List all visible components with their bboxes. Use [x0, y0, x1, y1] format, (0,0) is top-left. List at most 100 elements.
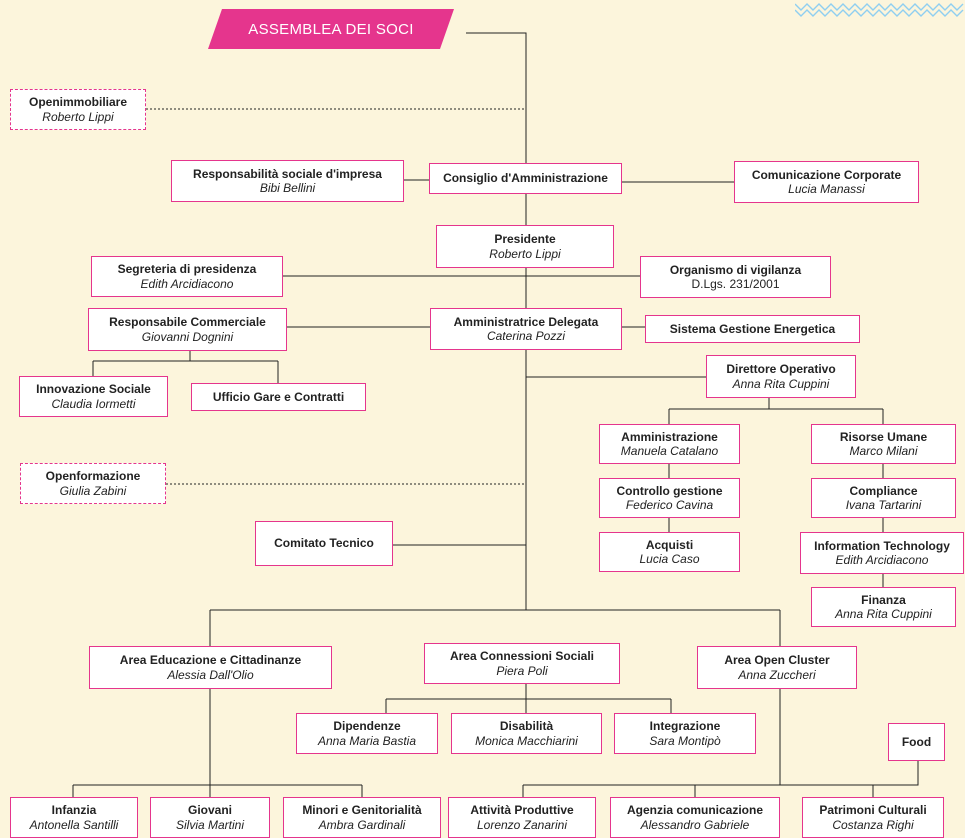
box-responsabilita-sociale: Responsabilità sociale d'impresa Bibi Be…: [171, 160, 404, 202]
box-amministrazione: Amministrazione Manuela Catalano: [599, 424, 740, 464]
box-sistema-gestione-energetica: Sistema Gestione Energetica: [645, 315, 860, 343]
box-person: Antonella Santilli: [29, 817, 119, 832]
box-person: Costanza Righi: [832, 817, 914, 832]
box-giovani: Giovani Silvia Martini: [150, 797, 270, 838]
box-person: Federico Cavina: [625, 498, 714, 512]
box-title: Minori e Genitorialità: [302, 803, 422, 818]
box-title: Area Connessioni Sociali: [449, 649, 595, 664]
box-title: Responsabile Commerciale: [109, 315, 266, 330]
box-title: Amministrazione: [621, 429, 718, 444]
box-innovazione-sociale: Innovazione Sociale Claudia Iormetti: [19, 376, 168, 417]
box-risorse-umane: Risorse Umane Marco Milani: [811, 424, 956, 464]
box-title: Food: [901, 734, 932, 749]
box-person: Roberto Lippi: [489, 246, 561, 261]
box-attivita-produttive: Attività Produttive Lorenzo Zanarini: [448, 797, 596, 838]
box-title: Responsabilità sociale d'impresa: [193, 166, 382, 181]
box-person: Bibi Bellini: [259, 181, 316, 195]
box-person: Edith Arcidiacono: [140, 276, 234, 291]
box-person: Anna Maria Bastia: [317, 733, 417, 748]
box-consiglio-amministrazione: Consiglio d'Amministrazione: [429, 163, 622, 194]
box-person: Lucia Manassi: [788, 182, 865, 196]
box-acquisti: Acquisti Lucia Caso: [599, 532, 740, 572]
box-title: Organismo di vigilanza: [669, 262, 802, 277]
box-finanza: Finanza Anna Rita Cuppini: [811, 587, 956, 627]
box-title: Amministratrice Delegata: [453, 314, 599, 329]
box-title: Patrimoni Culturali: [819, 803, 927, 818]
box-area-educazione: Area Educazione e Cittadinanze Alessia D…: [89, 646, 332, 689]
box-person: Anna Rita Cuppini: [732, 376, 830, 391]
box-agenzia-comunicazione: Agenzia comunicazione Alessandro Gabriel…: [610, 797, 780, 838]
box-title: Direttore Operativo: [726, 362, 836, 377]
assemblea-banner: ASSEMBLEA DEI SOCI: [208, 9, 454, 49]
box-title: Openformazione: [45, 469, 141, 484]
box-organismo-vigilanza: Organismo di vigilanza D.Lgs. 231/2001: [640, 256, 831, 298]
box-title: Ufficio Gare e Contratti: [212, 389, 345, 404]
box-person: Ambra Gardinali: [318, 817, 406, 832]
box-title: Compliance: [849, 483, 918, 498]
box-title: Information Technology: [814, 538, 950, 553]
box-area-connessioni-sociali: Area Connessioni Sociali Piera Poli: [424, 643, 620, 684]
box-title: Area Open Cluster: [724, 653, 830, 668]
box-title: Area Educazione e Cittadinanze: [119, 653, 302, 668]
box-dipendenze: Dipendenze Anna Maria Bastia: [296, 713, 438, 754]
box-disabilita: Disabilità Monica Macchiarini: [451, 713, 602, 754]
box-person: Lucia Caso: [639, 552, 700, 566]
box-title: Attività Produttive: [470, 803, 574, 818]
box-controllo-gestione: Controllo gestione Federico Cavina: [599, 478, 740, 518]
box-person: Giulia Zabini: [59, 483, 127, 498]
box-title: Acquisti: [645, 537, 694, 552]
box-title: Presidente: [494, 232, 556, 247]
box-person: Sara Montipò: [649, 733, 721, 748]
box-amministratrice-delegata: Amministratrice Delegata Caterina Pozzi: [430, 308, 622, 350]
box-subtitle: D.Lgs. 231/2001: [691, 277, 780, 291]
box-person: Edith Arcidiacono: [835, 553, 929, 567]
box-title: Infanzia: [51, 803, 97, 818]
box-person: Monica Macchiarini: [475, 733, 578, 748]
box-title: Sistema Gestione Energetica: [669, 321, 836, 336]
box-information-technology: Information Technology Edith Arcidiacono: [800, 532, 964, 574]
box-person: Roberto Lippi: [42, 109, 114, 124]
box-title: Comunicazione Corporate: [751, 167, 902, 182]
box-compliance: Compliance Ivana Tartarini: [811, 478, 956, 518]
box-title: Dipendenze: [333, 719, 401, 734]
box-person: Manuela Catalano: [620, 444, 719, 458]
box-title: Openimmobiliare: [28, 95, 128, 110]
box-person: Alessandro Gabriele: [640, 817, 750, 832]
box-person: Giovanni Dognini: [141, 329, 234, 344]
box-title: Giovani: [187, 803, 232, 818]
box-person: Piera Poli: [496, 663, 548, 678]
box-direttore-operativo: Direttore Operativo Anna Rita Cuppini: [706, 355, 856, 398]
box-segreteria-presidenza: Segreteria di presidenza Edith Arcidiaco…: [91, 256, 283, 297]
box-title: Agenzia comunicazione: [626, 803, 764, 818]
box-person: Lorenzo Zanarini: [476, 817, 568, 832]
box-integrazione: Integrazione Sara Montipò: [614, 713, 756, 754]
box-person: Marco Milani: [849, 444, 918, 458]
box-person: Claudia Iormetti: [51, 396, 136, 411]
box-person: Caterina Pozzi: [486, 329, 566, 343]
decorative-zigzag: [795, 3, 964, 17]
box-comitato-tecnico: Comitato Tecnico: [255, 521, 393, 566]
box-comunicazione-corporate: Comunicazione Corporate Lucia Manassi: [734, 161, 919, 203]
box-presidente: Presidente Roberto Lippi: [436, 225, 614, 268]
box-title: Consiglio d'Amministrazione: [443, 171, 608, 186]
box-title: Innovazione Sociale: [36, 382, 151, 397]
box-title: Comitato Tecnico: [274, 536, 374, 551]
box-responsabile-commerciale: Responsabile Commerciale Giovanni Dognin…: [88, 308, 287, 351]
box-openimmobiliare: Openimmobiliare Roberto Lippi: [10, 89, 146, 130]
box-area-open-cluster: Area Open Cluster Anna Zuccheri: [697, 646, 857, 689]
box-title: Disabilità: [499, 719, 554, 734]
box-title: Finanza: [861, 592, 906, 607]
box-ufficio-gare-contratti: Ufficio Gare e Contratti: [191, 383, 366, 411]
box-patrimoni-culturali: Patrimoni Culturali Costanza Righi: [802, 797, 944, 838]
box-food: Food: [888, 723, 945, 761]
box-infanzia: Infanzia Antonella Santilli: [10, 797, 138, 838]
box-title: Segreteria di presidenza: [117, 262, 257, 277]
box-title: Risorse Umane: [839, 429, 928, 444]
box-person: Ivana Tartarini: [845, 498, 922, 512]
box-person: Alessia Dall'Olio: [167, 667, 254, 682]
box-person: Anna Rita Cuppini: [835, 607, 932, 621]
box-minori-genitorialita: Minori e Genitorialità Ambra Gardinali: [283, 797, 441, 838]
box-openformazione: Openformazione Giulia Zabini: [20, 463, 166, 504]
